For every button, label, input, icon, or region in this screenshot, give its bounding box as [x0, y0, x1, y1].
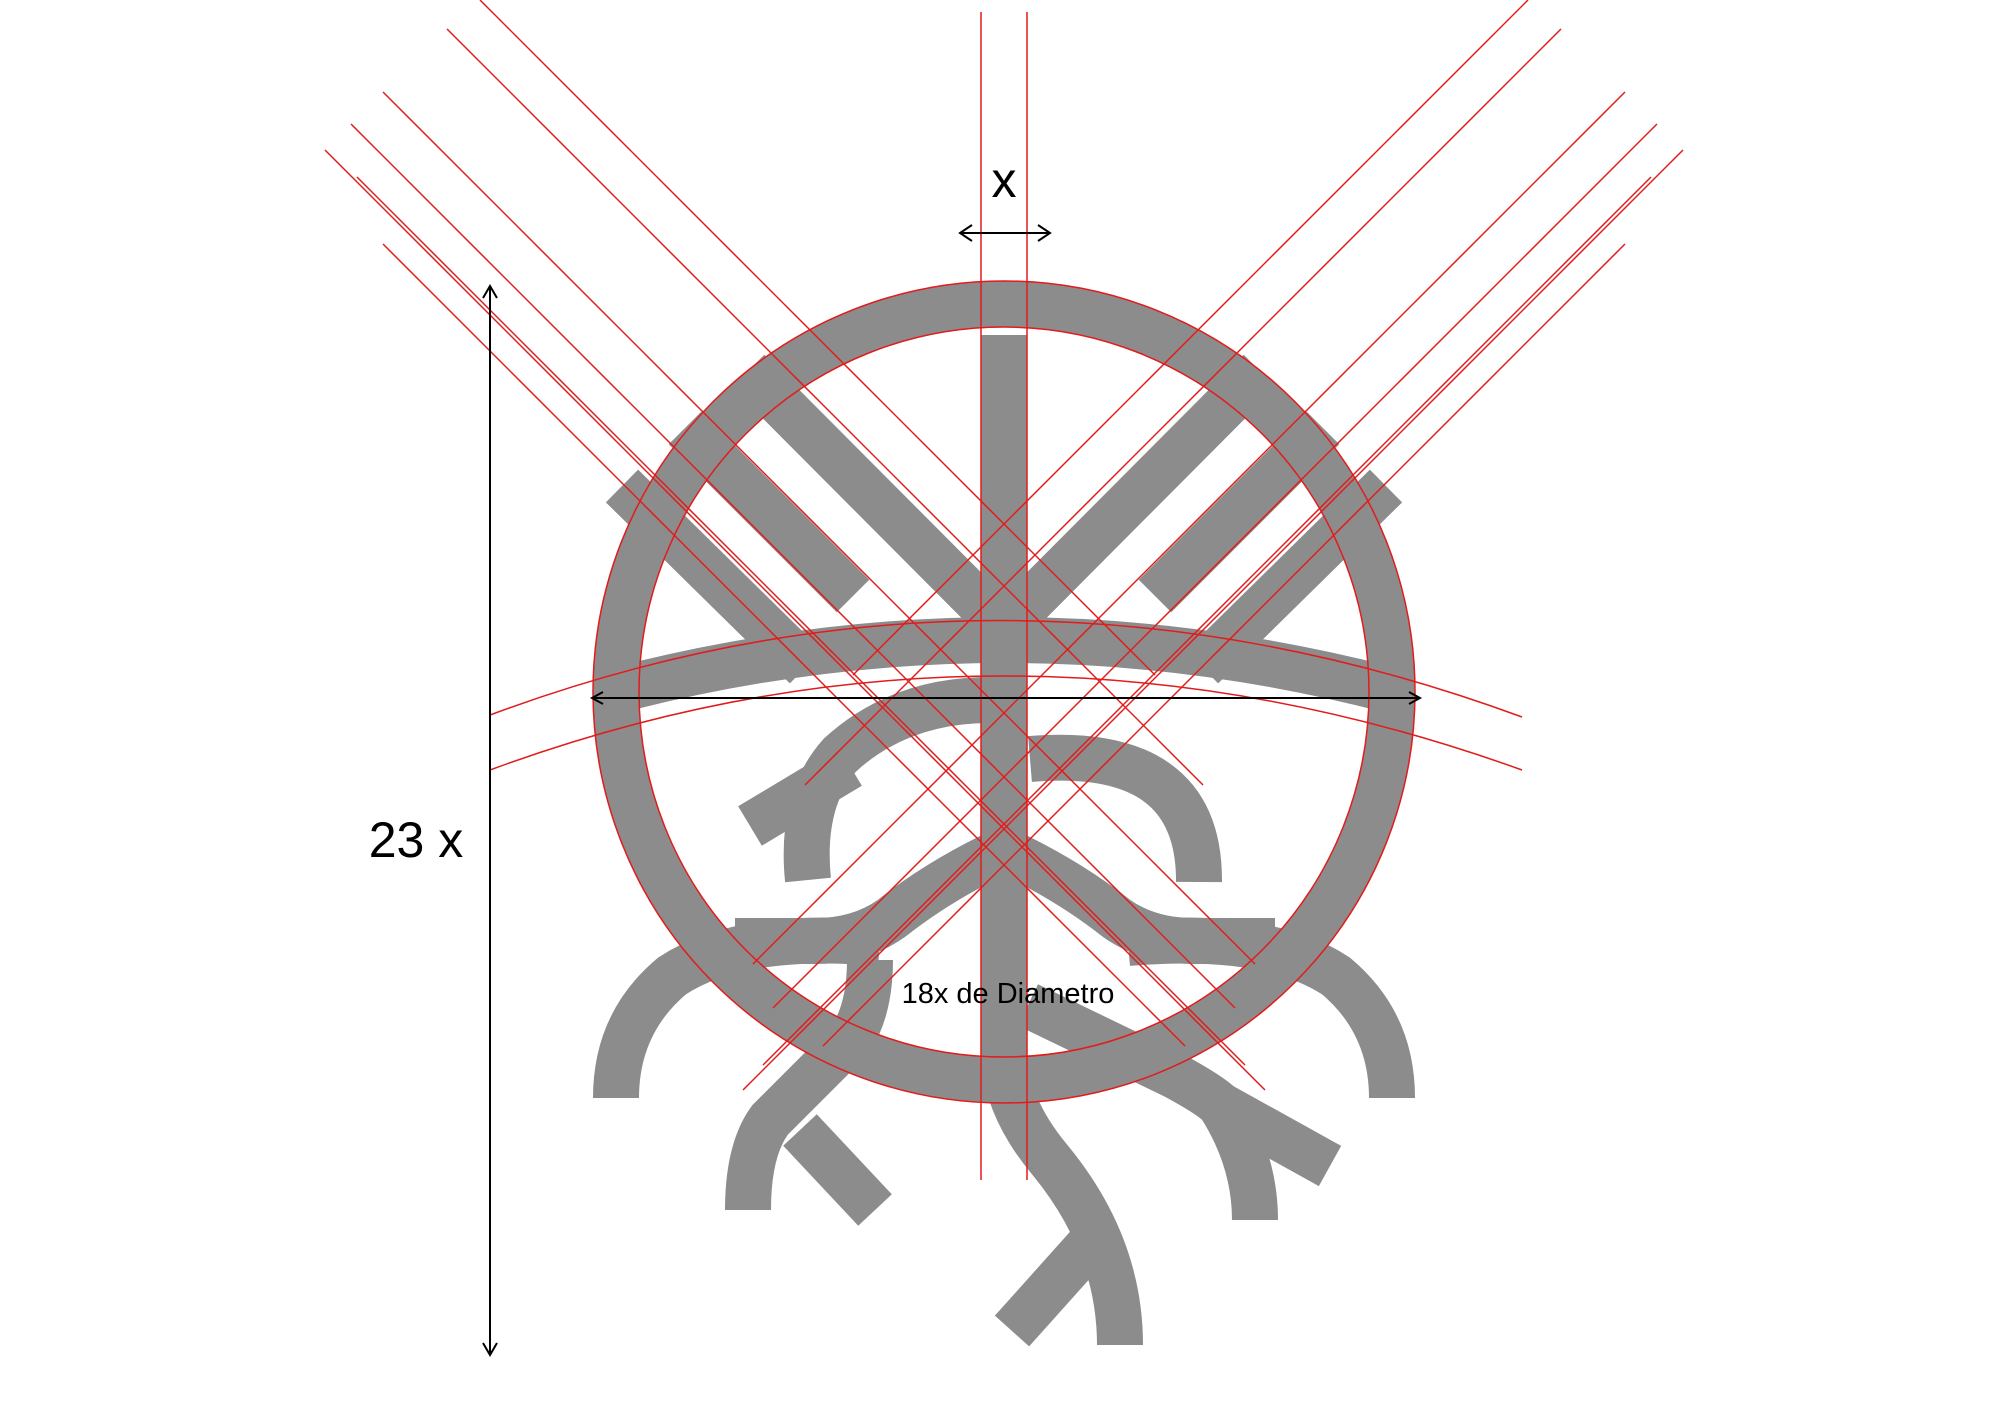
dimension-height-label: 23 x: [369, 812, 464, 868]
dimensions: [482, 224, 1423, 1357]
guide-diag-dl-4: [772, 123, 1658, 1009]
logo-band-right-1: [987, 354, 1277, 645]
dimension-diameter-label: 18x de Diametro: [902, 978, 1115, 1010]
guide-diag-dr-5: [324, 149, 1266, 1091]
guide-diag-dr-7: [382, 243, 1186, 1047]
guide-diag-dl-6: [762, 176, 1652, 1066]
logo-band-left-1: [731, 354, 1021, 645]
logo-left-tendril-fork: [738, 746, 862, 846]
logo-trunk: [981, 335, 1143, 1346]
guide-outer-circle: [592, 280, 1416, 1104]
logo-lower-right-branch: [1208, 1084, 1342, 1187]
guide-seam-arc-lower: [489, 675, 1523, 771]
logo-lower-right-root: [1017, 984, 1278, 1221]
guide-diag-dl-5: [742, 149, 1684, 1091]
guide-diag-dl-3: [752, 91, 1626, 965]
logo-band-left-2: [668, 411, 870, 613]
guide-diag-dl-7: [822, 243, 1626, 1047]
guide-diag-dr-3: [382, 91, 1256, 965]
dimension-diameter-arrowhead-left: [589, 691, 604, 705]
guide-diag-dl-1: [852, 0, 1529, 676]
logo-band-right-2: [1138, 411, 1340, 613]
guide-seam-arc-upper: [489, 619, 1523, 718]
logo-root-bottom-branch: [994, 1219, 1116, 1347]
dimension-height-arrowhead-top: [482, 284, 498, 299]
guide-diag-dr-6: [356, 176, 1246, 1066]
guide-diag-dr-2: [446, 28, 1204, 786]
dimension-diameter-arrowhead-right: [1408, 691, 1423, 705]
dimension-x-label: x: [992, 152, 1017, 208]
guide-diag-dr-4: [350, 123, 1236, 1009]
guide-inner-circle: [638, 326, 1370, 1058]
guide-diag-dr-1: [479, 0, 1156, 676]
construction-guides: [324, 0, 1684, 1180]
dimension-x-arrowhead-left: [958, 224, 973, 242]
logo-lower-left-root: [725, 959, 893, 1211]
logo-lower-right-loop: [1126, 917, 1415, 1099]
logo-lower-left-loop: [593, 917, 882, 1099]
logo-lower-left-branch: [783, 1114, 892, 1226]
dimension-x-arrowhead-right: [1037, 224, 1052, 242]
guide-diag-dl-2: [804, 28, 1562, 786]
dimension-height-arrowhead-bottom: [482, 1342, 498, 1357]
